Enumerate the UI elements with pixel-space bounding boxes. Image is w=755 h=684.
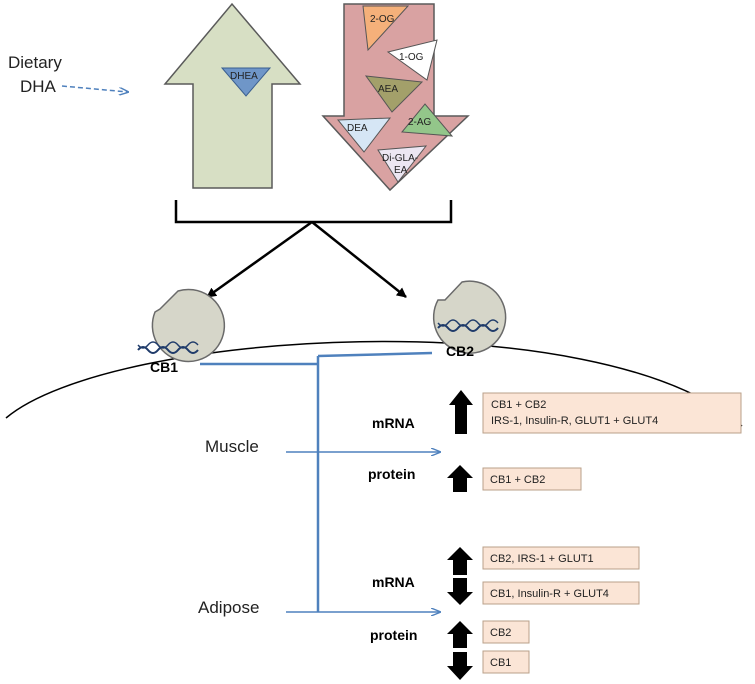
diglaea-label-1: Di-GLA- [382,153,418,164]
dhea-label: DHEA [230,71,258,82]
adipose-mrna-up-arrow [447,547,473,575]
2ag-label: 2-AG [408,117,432,128]
dietary-label: Dietary [8,53,62,72]
increase-arrow [163,2,302,189]
muscle-protein-box [482,467,582,491]
aea-label: AEA [378,84,398,95]
bracket [174,200,453,224]
cb2-signal-line [317,351,433,358]
adipose-mrna-down-box-text: CB1, Insulin-R + GLUT4 [490,588,609,600]
adipose-protein-label: protein [370,627,417,643]
muscle-mrna-box-line1: CB1 + CB2 [491,399,546,411]
cb2-receptor [432,280,507,354]
adipose-mrna-down-box [482,581,640,605]
cb1-label: CB1 [150,359,178,375]
arrow-to-cb1 [206,220,313,299]
muscle-protein-box-text: CB1 + CB2 [490,474,545,486]
dea-label: DEA [347,123,368,134]
adipose-protein-down-box [482,650,530,674]
adipose-protein-up-box [482,620,530,644]
muscle-protein-label: protein [368,466,415,482]
adipose-protein-up-arrow [447,621,473,648]
muscle-mrna-up-arrow [449,390,473,434]
muscle-label: Muscle [205,437,259,456]
adipose-mrna-up-box-text: CB2, IRS-1 + GLUT1 [490,553,594,565]
diglaea-triangle [377,145,428,183]
muscle-mrna-box [482,392,742,434]
1og-label: 1-OG [399,52,424,63]
adipose-protein-up-box-text: CB2 [490,627,511,639]
cb2-helix-2 [437,319,499,327]
1og-triangle [386,39,438,81]
adipose-protein-down-box-text: CB1 [490,657,511,669]
cb2-label: CB2 [446,343,474,359]
cb2-helix [437,324,499,332]
cell-membrane [5,340,743,427]
2og-label: 2-OG [370,14,395,25]
cb1-helix-2 [137,341,199,349]
diglaea-label-2: EA [394,165,408,176]
muscle-mrna-box-line2: IRS-1, Insulin-R, GLUT1 + GLUT4 [491,415,658,427]
diet-dashed-arrow [61,85,128,92]
dha-label: DHA [20,77,57,96]
aea-triangle [364,75,424,113]
arrow-to-cb2 [311,221,407,298]
adipose-mrna-label: mRNA [372,574,415,590]
adipose-mrna-down-arrow [447,578,473,605]
muscle-mrna-label: mRNA [372,415,415,431]
dhea-triangle [220,67,272,97]
adipose-protein-down-arrow [447,652,473,680]
dea-triangle [336,117,392,153]
adipose-mrna-up-box [482,546,640,570]
muscle-protein-up-arrow [447,465,473,492]
2og-triangle [362,5,410,52]
2ag-triangle [401,103,454,137]
adipose-label: Adipose [198,598,259,617]
cb1-helix [137,346,199,354]
